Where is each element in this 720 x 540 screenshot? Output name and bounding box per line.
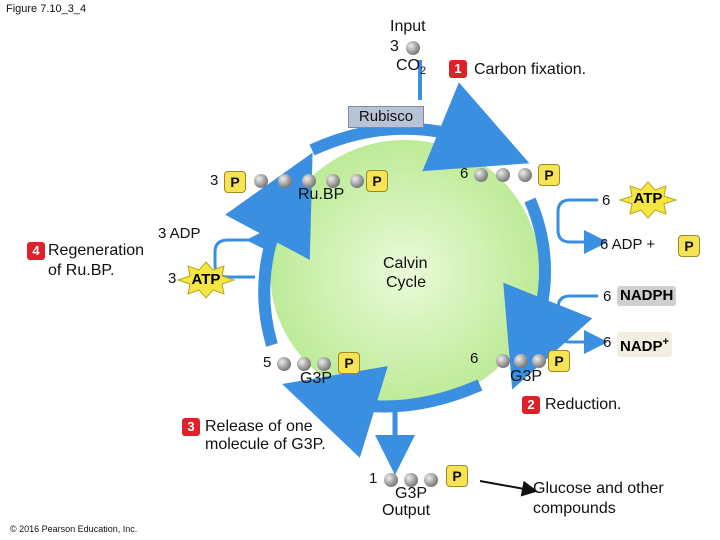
- products-line2: compounds: [533, 500, 616, 517]
- cycle-label-line1: Calvin: [383, 255, 428, 272]
- atp-burst-regen: [176, 261, 236, 299]
- nadp-label: NADP+: [617, 332, 672, 357]
- atp-burst-top: [618, 181, 678, 219]
- six-g3p-carbon-chain: [496, 354, 556, 368]
- nadp-count: 6: [603, 334, 612, 351]
- six-top-count: 6: [460, 165, 469, 182]
- step-3-badge: 3: [182, 418, 200, 436]
- output-label: Output: [382, 502, 431, 519]
- step-1-label: Carbon fixation.: [474, 61, 587, 78]
- input-count: 3: [390, 38, 399, 55]
- g3p-label: G3P: [510, 368, 543, 385]
- phosphate-rubp-left: P: [224, 171, 246, 193]
- phosphate-rubp-right: P: [366, 170, 388, 192]
- figure-label: Figure 7.10_3_4: [6, 3, 87, 15]
- step-4-badge: 4: [27, 242, 45, 260]
- atp-regen-count: 3: [168, 270, 177, 287]
- phosphate-five-g3p: P: [338, 352, 360, 374]
- nadph-label: NADPH: [617, 286, 677, 306]
- copyright-text: © 2016 Pearson Education, Inc.: [10, 524, 138, 534]
- ring-arrow-right: [503, 197, 593, 390]
- nadph-arrow: [556, 294, 608, 354]
- adp-regen-label: 3 ADP: [158, 225, 201, 242]
- rubisco-label: Rubisco: [348, 106, 424, 128]
- five-g3p-label: G3P: [300, 370, 333, 387]
- step-4-label-line1: Regeneration: [48, 242, 145, 259]
- products-line1: Glucose and other: [533, 480, 664, 497]
- nadph-count: 6: [603, 288, 612, 305]
- step-2-label: Reduction.: [545, 396, 622, 413]
- step-4-label-line2: of Ru.BP.: [48, 262, 115, 279]
- phosphate-six-top: P: [538, 164, 560, 186]
- ring-arrow-left: [225, 152, 313, 347]
- step-3-label-line2: molecule of G3P.: [205, 436, 326, 453]
- co2-label: CO2: [396, 57, 427, 78]
- ring-arrow-bottom: [282, 366, 483, 458]
- rubp-count: 3: [210, 172, 219, 189]
- step-3-label-line1: Release of one: [205, 418, 313, 435]
- atp-top-label: ATP: [633, 190, 663, 207]
- phosphate-output: P: [446, 465, 468, 487]
- atp-arrow: [556, 198, 608, 254]
- input-label: Input: [390, 18, 426, 35]
- five-g3p-carbon-chain: [277, 357, 337, 371]
- cycle-label-line2: Cycle: [386, 274, 427, 291]
- atp-regen-label: ATP: [191, 271, 221, 288]
- adp-out-label: 6 ADP +: [600, 236, 656, 253]
- six-g3p-count: 6: [470, 350, 479, 367]
- output-count: 1: [369, 470, 378, 487]
- output-arrow: [479, 480, 538, 497]
- rubp-label: Ru.BP: [298, 186, 345, 203]
- six-top-carbon-chain: [474, 168, 534, 182]
- rubp-carbon-chain: [248, 174, 364, 188]
- step-2-badge: 2: [522, 396, 540, 414]
- cycle-center: [270, 140, 540, 404]
- phosphate-six-g3p: P: [548, 350, 570, 372]
- phosphate-adp: P: [678, 235, 700, 257]
- ring-arrow-top-right: [309, 82, 530, 172]
- step-1-badge: 1: [449, 60, 467, 78]
- output-carbon-chain: [384, 473, 444, 487]
- atp-in-count: 6: [602, 192, 611, 209]
- output-g3p-label: G3P: [395, 485, 428, 502]
- five-g3p-count: 5: [263, 354, 272, 371]
- carbon-atom: [406, 41, 420, 55]
